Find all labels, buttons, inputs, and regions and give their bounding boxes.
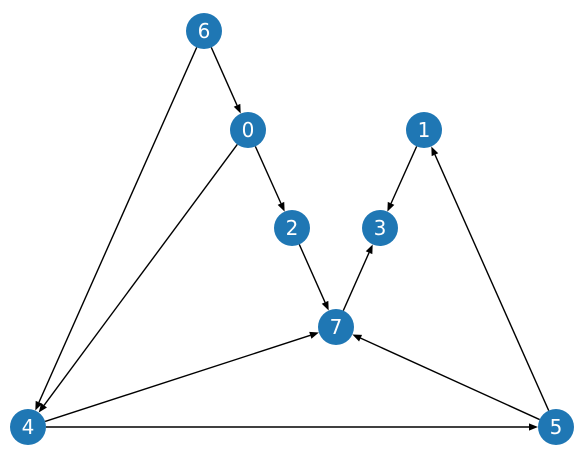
edge-line [298, 244, 326, 303]
node-circle [230, 112, 266, 148]
node-3: 3 [362, 210, 398, 246]
node-circle [10, 409, 46, 445]
edge-line [342, 252, 370, 311]
node-circle [538, 409, 574, 445]
node-label: 5 [550, 415, 563, 439]
edge-line [390, 146, 418, 204]
edge-line [434, 154, 550, 411]
arrowhead-icon [352, 334, 363, 342]
node-label: 6 [198, 19, 211, 43]
edge-line [254, 146, 282, 204]
edges-layer [35, 47, 550, 431]
node-7: 7 [318, 309, 354, 345]
node-label: 4 [22, 415, 35, 439]
arrowhead-icon [35, 400, 43, 411]
arrowhead-icon [321, 300, 329, 311]
arrowhead-icon [233, 103, 241, 114]
edge-line [38, 47, 198, 403]
arrowhead-icon [431, 146, 439, 157]
edge-line [210, 47, 238, 106]
node-label: 0 [242, 118, 255, 142]
arrowhead-icon [387, 201, 395, 212]
edge-2-to-7 [298, 244, 329, 311]
arrowhead-icon [309, 331, 319, 339]
nodes-layer: 6 0 1 2 3 7 4 5 [10, 13, 574, 445]
arrowhead-icon [529, 423, 538, 431]
arrowhead-icon [365, 244, 373, 255]
node-circle [362, 210, 398, 246]
node-label: 7 [330, 315, 343, 339]
edge-5-to-1 [431, 146, 550, 411]
edge-5-to-7 [352, 334, 540, 421]
node-4: 4 [10, 409, 46, 445]
node-label: 2 [286, 216, 299, 240]
node-6: 6 [186, 13, 222, 49]
node-label: 3 [374, 216, 387, 240]
edge-line [360, 337, 540, 421]
node-label: 1 [418, 118, 431, 142]
edge-7-to-3 [342, 244, 373, 311]
arrowhead-icon [277, 201, 285, 212]
edge-1-to-3 [387, 146, 418, 212]
node-0: 0 [230, 112, 266, 148]
edge-0-to-4 [38, 144, 238, 413]
node-circle [318, 309, 354, 345]
edge-0-to-2 [254, 146, 285, 212]
node-5: 5 [538, 409, 574, 445]
edge-line [44, 334, 311, 423]
node-1: 1 [406, 112, 442, 148]
edge-4-to-7 [44, 331, 319, 423]
edge-line [43, 144, 238, 406]
node-circle [274, 210, 310, 246]
node-circle [186, 13, 222, 49]
arrowhead-icon [38, 403, 47, 413]
node-circle [406, 112, 442, 148]
edge-6-to-0 [210, 47, 241, 114]
edge-4-to-5 [46, 423, 538, 431]
edge-6-to-4 [35, 47, 198, 411]
node-2: 2 [274, 210, 310, 246]
